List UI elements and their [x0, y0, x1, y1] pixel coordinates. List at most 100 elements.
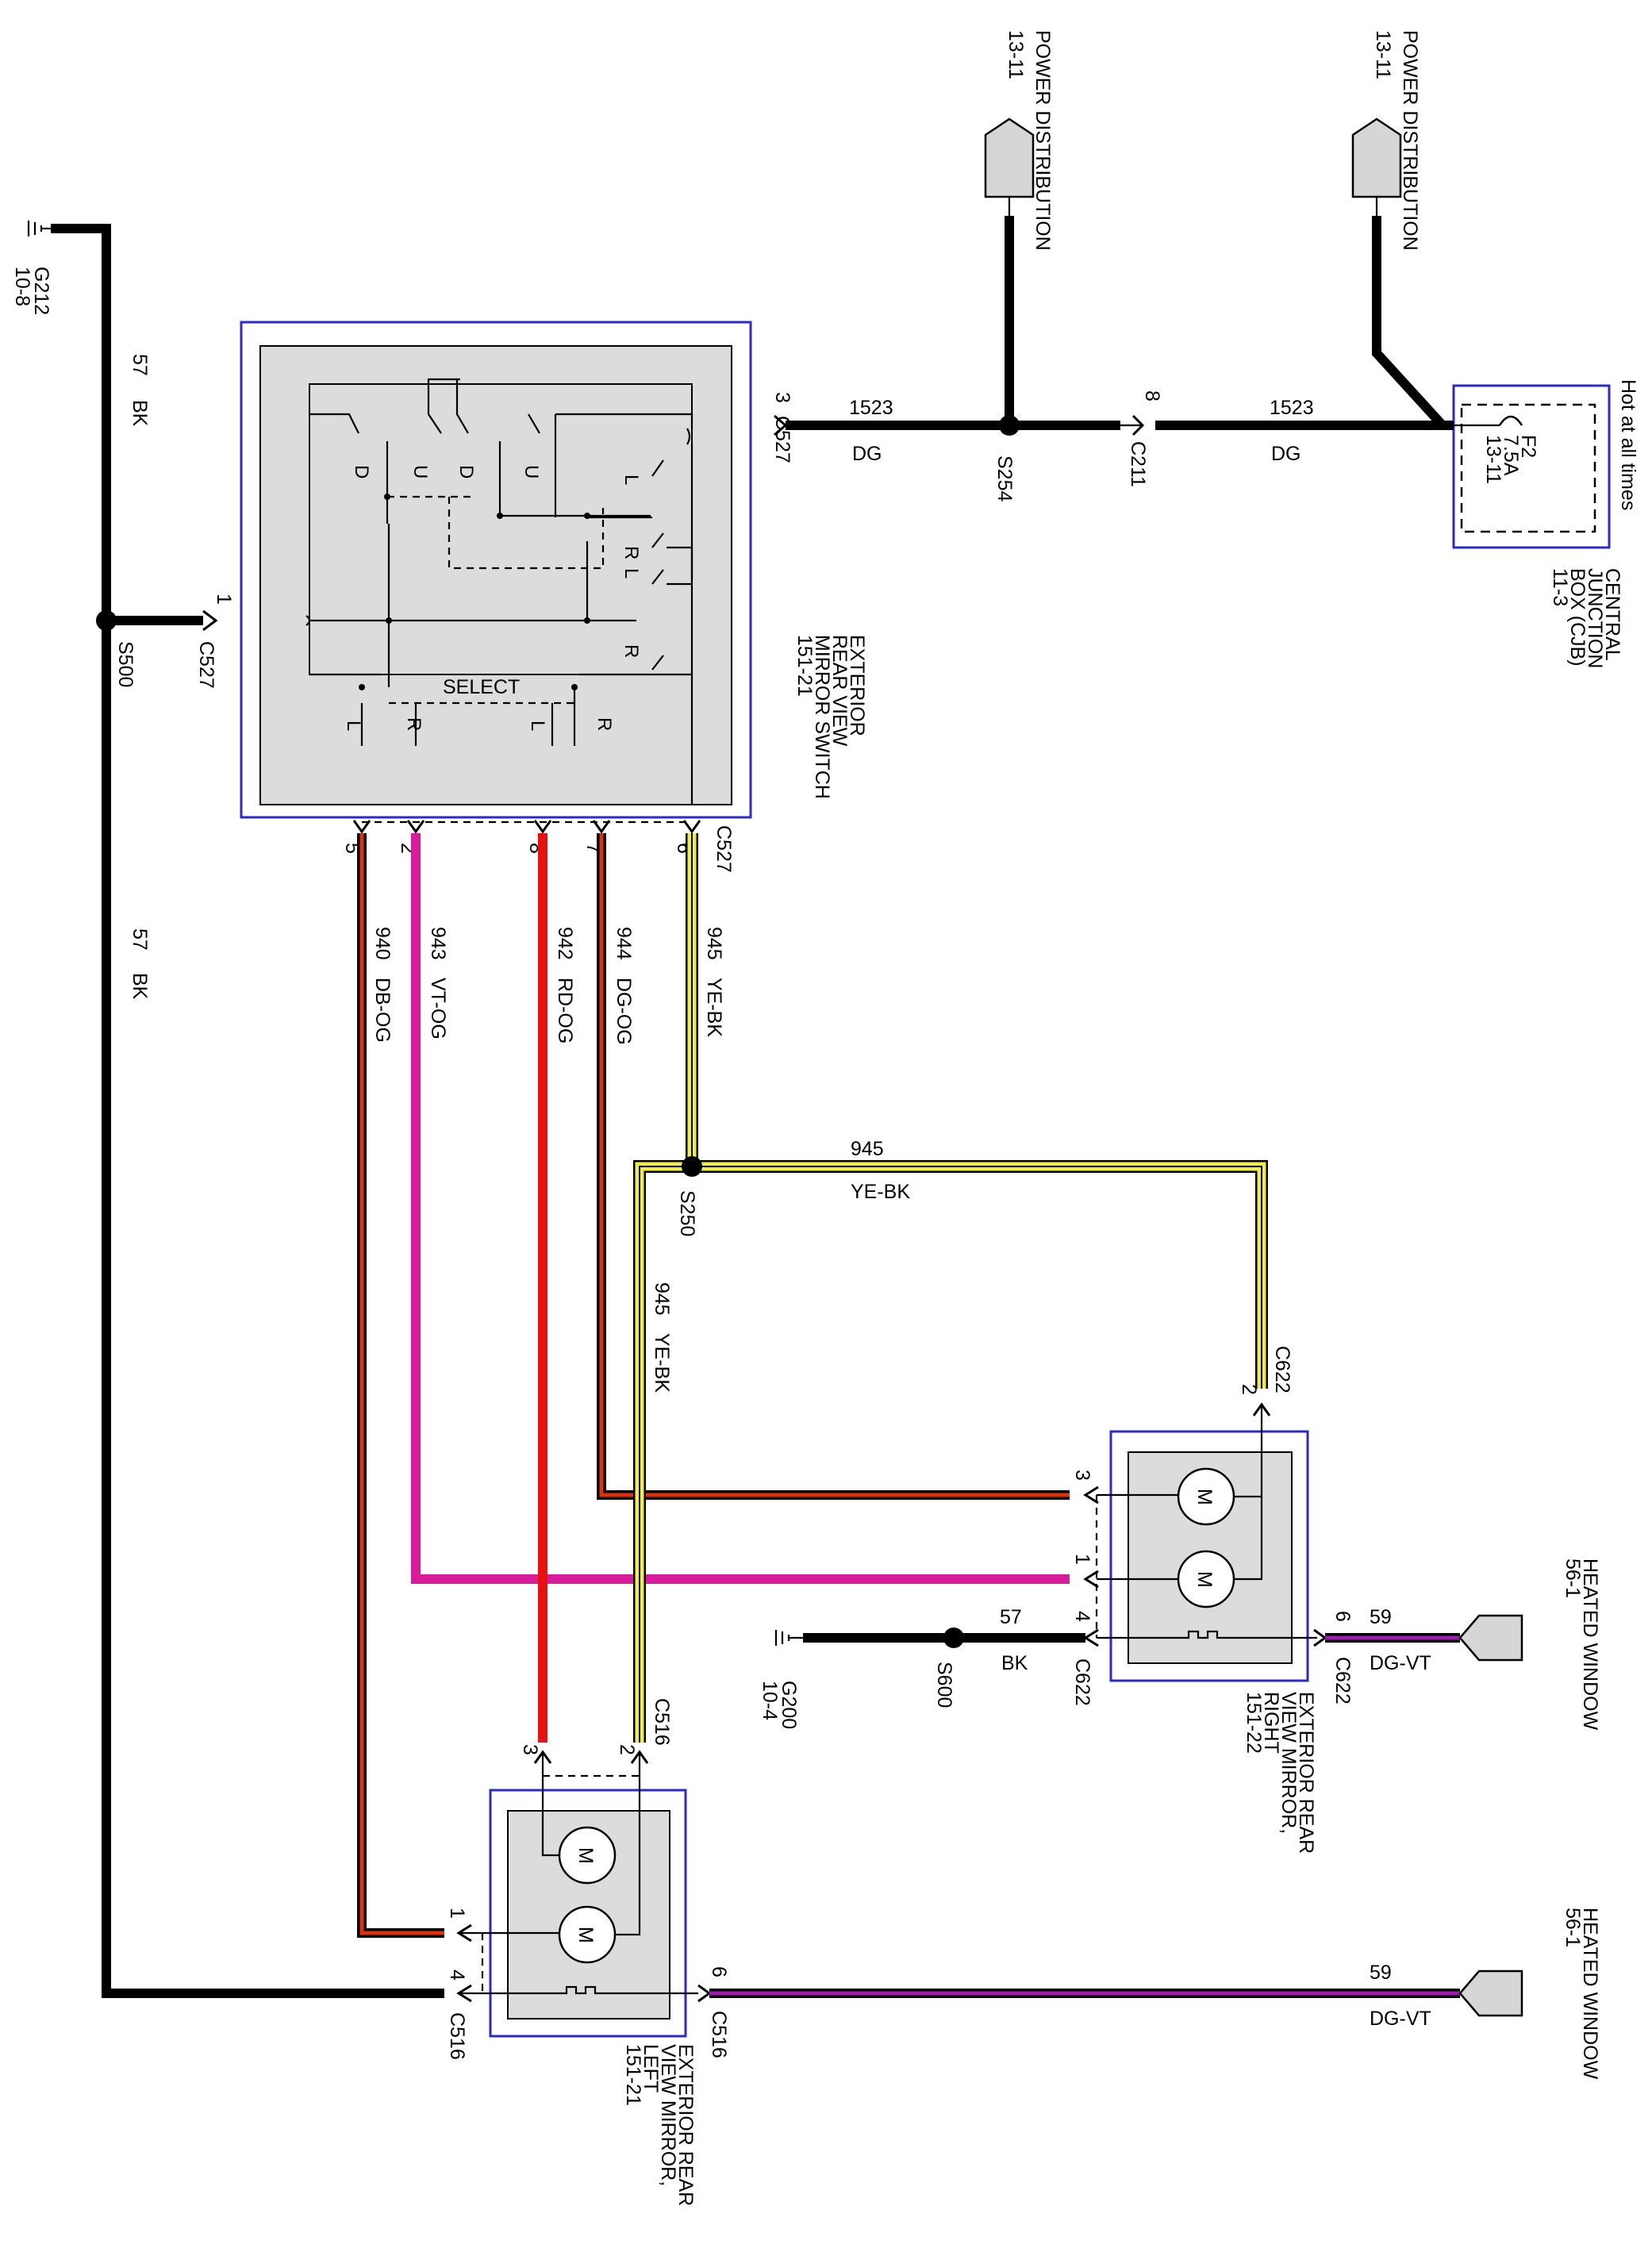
switch-letter-l4: L: [527, 721, 548, 731]
mirror-left-motor-1: M: [574, 1847, 597, 1864]
wire-57-main: [51, 224, 444, 1998]
splice-s254: [999, 415, 1020, 436]
wire-57-right-color: BK: [1001, 1652, 1028, 1674]
heated-window-1-line2: 56-1: [1562, 1558, 1584, 1598]
heated-window-2-line2: 56-1: [1562, 1908, 1584, 1947]
c527-label-top: C527: [771, 416, 793, 463]
wire-942-color: RD-OG: [554, 978, 576, 1043]
wire-57-mid-color: BK: [129, 973, 151, 1000]
wire-943-color: VT-OG: [427, 978, 449, 1040]
g212-page: 10-8: [11, 267, 33, 306]
power-distribution-2: POWER DISTRIBUTION 13-11: [1351, 30, 1421, 251]
switch-letter-r1: R: [620, 546, 642, 559]
mirror-left-name-line3: LEFT: [640, 2044, 662, 2093]
connector-c211: 8 C211: [1120, 390, 1163, 487]
wire-1523-b-color: DG: [1271, 443, 1301, 465]
wire-944: [597, 833, 1070, 1500]
wire-943: [411, 833, 1070, 1584]
switch-letter-r3: R: [403, 717, 425, 731]
mirror-left-name-line1: EXTERIOR REAR: [674, 2044, 697, 2206]
switch-letter-u1: U: [409, 465, 431, 478]
c516-label-top: C516: [651, 1698, 673, 1746]
power-distribution-label-1: POWER DISTRIBUTION: [1032, 30, 1054, 251]
c527-pin-3: 3: [771, 392, 793, 403]
splice-s600: [943, 1628, 964, 1648]
c527-label-left: C527: [195, 641, 217, 689]
switch-letter-r2: R: [620, 644, 642, 658]
c622-label-right: C622: [1331, 1657, 1354, 1704]
hot-at-all-times: Hot at all times: [1617, 379, 1639, 510]
mirror-switch: D U D U L R L R SELECT L R L R EXTERIOR …: [240, 321, 868, 819]
mirror-right-name-line1: EXTERIOR REAR: [1295, 1692, 1317, 1854]
g212-ref: G212: [30, 267, 52, 315]
power-distribution-page-2: 13-11: [1372, 30, 1394, 79]
heated-window-1-line1: HEATED WINDOW: [1579, 1558, 1601, 1731]
mirror-right-name-line3: RIGHT: [1260, 1692, 1282, 1754]
c622-pin-6: 6: [1331, 1611, 1354, 1622]
wire-942-num: 942: [554, 927, 576, 960]
mirror-left-name-line2: VIEW MIRROR,: [657, 2044, 679, 2186]
mirror-left: M M EXTERIOR REAR VIEW MIRROR, LEFT 151-…: [459, 1754, 698, 2206]
c516-pin-2: 2: [616, 1744, 638, 1755]
wire-1523-b-num: 1523: [1270, 397, 1314, 419]
wire-57-mid-num: 57: [129, 928, 151, 951]
cjb-page: 11-3: [1549, 568, 1571, 606]
switch-letter-l2: L: [620, 568, 642, 578]
wire-940-color: DB-OG: [371, 978, 394, 1043]
switch-name-line1: EXTERIOR: [846, 635, 868, 736]
c516-pin-6: 6: [708, 1966, 730, 1977]
splice-s500-label: S500: [114, 641, 136, 687]
splice-s254-label: S254: [993, 455, 1016, 502]
wire-944-color: DG-OG: [613, 978, 635, 1045]
central-junction-box: F2 7.5A 13-11 Hot at all times CENTRAL J…: [1452, 379, 1639, 668]
power-distribution-1: POWER DISTRIBUTION 13-11: [984, 30, 1054, 251]
c516-pin-1: 1: [446, 1908, 468, 1919]
cjb-name-line2: JUNCTION: [1584, 568, 1606, 668]
mirror-right-page: 151-22: [1243, 1692, 1265, 1754]
wire-943-num: 943: [427, 927, 449, 960]
switch-letter-u2: U: [521, 465, 542, 478]
wire-power-feed-2: [1372, 216, 1446, 429]
fuse-id: F2: [1517, 435, 1539, 458]
wire-945-h-num: 945: [851, 1138, 884, 1160]
wire-945-low-color: YE-BK: [651, 1333, 673, 1393]
c622-top-label: C622: [1271, 1346, 1293, 1393]
mirror-right: M M EXTERIOR REAR VIEW MIRROR, RIGHT 151…: [1095, 1405, 1317, 1854]
c622-pin-1: 1: [1071, 1554, 1093, 1565]
power-distribution-page-1: 13-11: [1005, 30, 1027, 79]
wire-59-left-num: 59: [1370, 1962, 1392, 1984]
c516-label-right: C516: [708, 2011, 730, 2058]
heated-window-2: HEATED WINDOW 56-1: [1458, 1908, 1601, 2080]
cjb-name-line1: CENTRAL: [1601, 568, 1623, 661]
fuse-page: 13-11: [1482, 435, 1504, 484]
splice-s250-label: S250: [676, 1190, 698, 1236]
switch-letter-d2: D: [455, 465, 477, 478]
c622-pin-2: 2: [1238, 1384, 1260, 1395]
c622-label-left: C622: [1071, 1658, 1093, 1706]
mirror-right-motor-2: M: [1193, 1571, 1216, 1588]
splice-s600-label: S600: [933, 1662, 955, 1708]
heated-window-2-line1: HEATED WINDOW: [1579, 1908, 1601, 2080]
c527-label-bottom: C527: [713, 825, 735, 873]
wire-945-num: 945: [703, 927, 725, 960]
switch-letter-l1: L: [620, 475, 642, 485]
power-distribution-label-2: POWER DISTRIBUTION: [1399, 30, 1421, 251]
mirror-left-motor-2: M: [574, 1927, 597, 1943]
mirror-left-page: 151-21: [622, 2044, 644, 2106]
wire-59-right-color: DG-VT: [1370, 1652, 1431, 1674]
fuse-rating: 7.5A: [1500, 435, 1522, 476]
c516-pin-3: 3: [519, 1744, 541, 1755]
switch-name-line2: REAR VIEW: [828, 635, 851, 747]
wire-945: [633, 833, 1268, 1743]
wire-945-color: YE-BK: [703, 978, 725, 1037]
g200-page: 10-4: [759, 1681, 781, 1720]
switch-name-line3: MIRROR SWITCH: [811, 635, 833, 799]
wire-940: [357, 833, 444, 1938]
wire-59-right-num: 59: [1370, 1606, 1392, 1628]
switch-page: 151-21: [793, 635, 816, 697]
mirror-right-name-line2: VIEW MIRROR,: [1277, 1692, 1300, 1834]
wire-945-low-num: 945: [651, 1282, 673, 1316]
wire-57-top-color: BK: [129, 400, 151, 427]
cjb-name-line3: BOX (CJB): [1566, 568, 1589, 667]
wire-1523-a-num: 1523: [849, 397, 893, 419]
